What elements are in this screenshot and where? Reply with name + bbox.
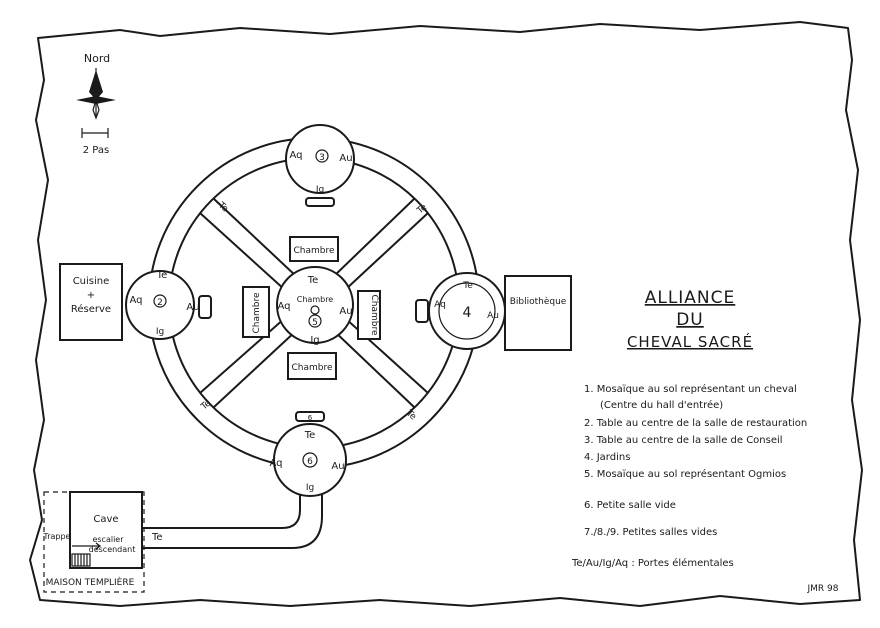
legend-item-4: 4. Jardins [584, 452, 630, 463]
chambre-south [287, 352, 337, 380]
legend: 1. Mosaïque au sol représentant un cheva… [571, 383, 807, 569]
legend-item-2: 2. Table au centre de la salle de restau… [584, 418, 807, 429]
central-hall-door-aq: Aq [277, 301, 290, 312]
svg-text:Ig: Ig [316, 185, 324, 195]
staircase [71, 542, 101, 567]
svg-text:Réserve: Réserve [71, 303, 111, 315]
svg-text:Aq: Aq [434, 300, 446, 310]
legend-item-1b: (Centre du hall d'entrée) [600, 399, 723, 411]
svg-text:Te: Te [156, 270, 168, 281]
bibliotheque [504, 275, 572, 351]
svg-text:Aq: Aq [269, 458, 282, 469]
svg-text:Trappe: Trappe [43, 532, 71, 541]
map-title-line1: ALLIANCE [645, 288, 736, 308]
svg-text:Cuisine: Cuisine [73, 276, 110, 287]
legend-item-7: 7./8./9. Petites salles vides [584, 527, 717, 538]
scale-bar: 2 Pas [81, 128, 109, 156]
maison-label: MAISON TEMPLIÈRE [46, 576, 135, 588]
legend-item-1: 1. Mosaïque au sol représentant un cheva… [584, 383, 797, 395]
cave-corridor [140, 494, 323, 549]
svg-text:Chambre: Chambre [369, 294, 379, 335]
svg-text:Bibliothèque: Bibliothèque [510, 296, 567, 307]
scale-label: 2 Pas [83, 145, 109, 156]
cuisine-reserve [59, 263, 123, 341]
central-hall-door-ig: Ig [310, 335, 319, 346]
svg-text:Te: Te [403, 408, 418, 423]
svg-text:+: + [87, 290, 95, 301]
svg-text:Te: Te [151, 532, 163, 543]
cave-room [69, 491, 143, 569]
svg-text:4: 4 [463, 305, 472, 321]
map-title-line3: CHEVAL SACRÉ [627, 332, 753, 351]
central-hall-number: 5 [312, 318, 318, 328]
svg-text:Chambre: Chambre [291, 363, 332, 373]
legend-item-3: 3. Table au centre de la salle de Consei… [584, 435, 783, 446]
svg-text:2: 2 [157, 298, 163, 308]
compass-rose: Nord [76, 52, 116, 120]
central-hall-label: Chambre [297, 295, 334, 304]
north-label: Nord [84, 52, 110, 65]
parchment-border [29, 21, 863, 607]
chambre-east [357, 290, 381, 340]
svg-text:6: 6 [308, 414, 313, 422]
central-hall-door-te: Te [307, 275, 319, 286]
svg-text:Te: Te [304, 430, 316, 441]
room-east: Te Aq Au 4 [415, 272, 506, 350]
svg-text:Cave: Cave [93, 514, 118, 525]
svg-text:Aq: Aq [129, 295, 142, 306]
central-hall [276, 266, 354, 344]
svg-text:Ig: Ig [156, 327, 164, 337]
room-west: Te Aq Au Ig 2 [125, 270, 212, 340]
central-hall-door-au: Au [339, 306, 352, 317]
svg-text:Chambre: Chambre [293, 246, 334, 256]
svg-text:Ig: Ig [306, 483, 314, 493]
svg-text:Au: Au [331, 461, 344, 472]
legend-item-6: 6. Petite salle vide [584, 500, 676, 511]
svg-text:Chambre: Chambre [252, 292, 262, 333]
room-south: Te Aq Au Ig 6 6 [269, 411, 347, 497]
chambre-north [289, 236, 339, 262]
svg-text:Te: Te [199, 398, 214, 413]
corridor-spokes [199, 198, 429, 408]
svg-text:6: 6 [307, 457, 313, 467]
map-title-line2: DU [676, 310, 704, 330]
room-north: Aq Au Ig 3 [285, 124, 355, 207]
svg-text:Au: Au [186, 302, 199, 313]
svg-text:escalier: escalier [92, 535, 124, 544]
legend-item-5: 5. Mosaïque au sol représentant Ogmios [584, 468, 786, 480]
legend-item-doors: Te/Au/Ig/Aq : Portes élémentales [571, 557, 734, 569]
svg-text:Au: Au [339, 153, 352, 164]
svg-text:Te: Te [462, 281, 473, 291]
svg-text:3: 3 [319, 153, 325, 163]
svg-text:descendant: descendant [89, 545, 136, 554]
chambre-west [242, 286, 270, 338]
svg-text:Aq: Aq [289, 150, 302, 161]
svg-text:Au: Au [487, 311, 499, 321]
signature: JMR 98 [807, 584, 839, 594]
